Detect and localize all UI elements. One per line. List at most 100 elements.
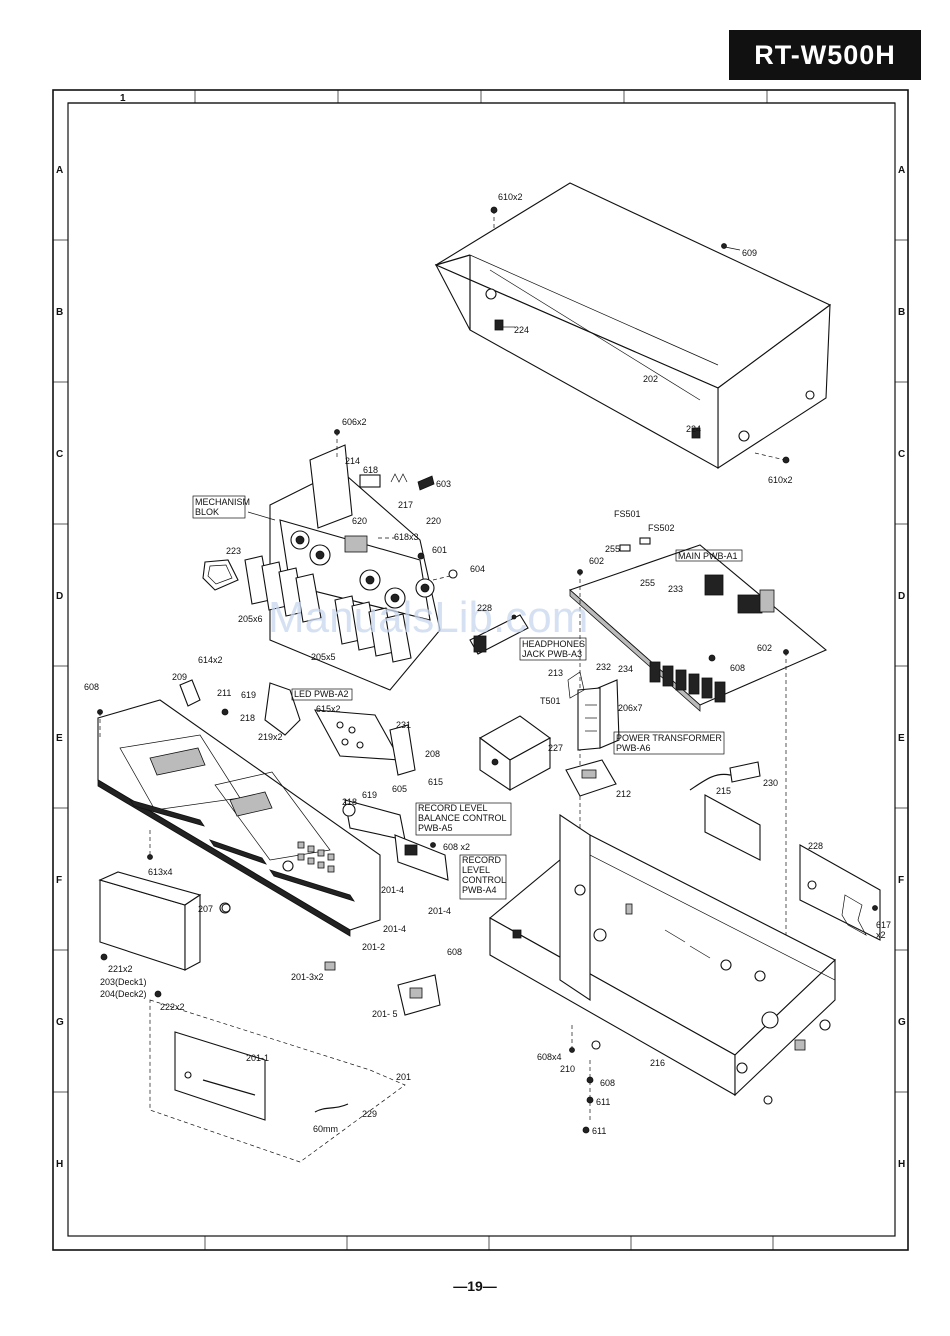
row-label-f-left: F [56, 875, 62, 886]
callout-p602-a: 602 [589, 556, 604, 566]
callout-fs502: FS502 [648, 523, 675, 533]
callout-p201-2: 201-2 [362, 942, 385, 952]
callout-p201-1: 201-1 [246, 1053, 269, 1063]
row-label-b-right: B [898, 307, 905, 318]
callout-p611-a: 611 [596, 1097, 610, 1107]
callout-p210: 210 [560, 1064, 575, 1074]
callout-p613x4: 613x4 [148, 867, 173, 877]
part-201-3 [324, 961, 336, 971]
callout-p605: 605 [392, 784, 407, 794]
row-label-b-left: B [56, 307, 63, 318]
part-callouts: 610x2609224202224610x2606x22146186032176… [84, 192, 891, 1136]
window-201 [149, 999, 406, 1163]
callout-p604: 604 [470, 564, 485, 574]
callout-p603: 603 [436, 479, 451, 489]
callout-p228-jack: 228 [477, 603, 492, 613]
callout-p212: 212 [616, 789, 631, 799]
callout-led-pwb: LED PWB-A2 [294, 689, 349, 699]
callout-p214: 214 [345, 456, 360, 466]
bracket-201-5 [397, 974, 441, 1016]
watermark: ManualsLib.com [268, 593, 588, 642]
bottom-chassis-216 [489, 813, 836, 1097]
record-level-pwb [342, 799, 449, 881]
row-labels-left: A B C D E F G H [56, 165, 64, 1170]
row-label-h-left: H [56, 1159, 63, 1170]
callout-p619-b: 619 [362, 790, 377, 800]
mechanism-block [202, 429, 458, 691]
boxed-labels [192, 495, 743, 900]
callout-p60mm: 60mm [313, 1124, 338, 1134]
row-label-d-left: D [56, 591, 63, 602]
power-cord-230 [689, 761, 761, 791]
callout-p233: 233 [668, 584, 683, 594]
callout-p211: 211 [217, 688, 231, 698]
callout-p204: 204(Deck2) [100, 989, 147, 999]
callout-p228: 228 [808, 841, 823, 851]
callout-p620: 620 [352, 516, 367, 526]
row-label-e-left: E [56, 733, 63, 744]
top-cover-202 [434, 182, 832, 470]
row-label-f-right: F [898, 875, 904, 886]
page-number: —19— [453, 1278, 497, 1294]
drawing-frame: 1 A B C D E F G H A B C D E F G H [52, 89, 909, 1251]
callout-p231: 231 [396, 720, 411, 730]
led-pwb-a2 [314, 709, 416, 776]
headphones-jack-pwb-a3 [469, 614, 529, 655]
spring-229 [314, 1103, 349, 1113]
callout-p221x2: 221x2 [108, 964, 133, 974]
callout-p224-a: 224 [514, 325, 529, 335]
bracket-212 [565, 759, 617, 797]
row-label-e-right: E [898, 733, 905, 744]
callout-p234: 234 [618, 664, 633, 674]
callout-p610x2-bot: 610x2 [768, 475, 793, 485]
callout-p608x2: 608 x2 [443, 842, 470, 852]
callout-p618: 618 [363, 465, 378, 475]
rear-panel-228 [704, 794, 881, 941]
row-label-g-left: G [56, 1017, 64, 1028]
callout-p609: 609 [742, 248, 757, 258]
callout-p614x2: 614x2 [198, 655, 223, 665]
callout-p218-b: 218 [342, 797, 357, 807]
callout-p207: 207 [198, 904, 213, 914]
callout-p227: 227 [548, 743, 563, 753]
callout-p201-4c: 201-4 [383, 924, 406, 934]
column-label-1: 1 [120, 93, 126, 104]
callout-p615: 615 [428, 777, 443, 787]
callout-t501: T501 [540, 696, 561, 706]
callout-main-pwb: MAIN PWB-A1 [678, 551, 738, 561]
callout-p217: 217 [398, 500, 413, 510]
callout-p229: 229 [362, 1109, 377, 1119]
callout-p218-a: 218 [240, 713, 255, 723]
callout-p232: 232 [596, 662, 611, 672]
callout-p606x2: 606x2 [342, 417, 367, 427]
callout-p201-3x2: 201-3x2 [291, 972, 324, 982]
callout-p201-4b: 201-4 [428, 906, 451, 916]
callout-p209: 209 [172, 672, 187, 682]
callout-p208: 208 [425, 749, 440, 759]
callout-p608-c: 608 [447, 947, 462, 957]
callout-p601: 601 [432, 545, 447, 555]
callout-p608-d: 608 [600, 1078, 615, 1088]
callout-p216: 216 [650, 1058, 665, 1068]
cassette-door [98, 871, 231, 998]
callout-p215: 215 [716, 786, 731, 796]
callout-p213: 213 [548, 668, 563, 678]
callout-p222x2: 222x2 [160, 1002, 185, 1012]
callout-p608x4: 608x4 [537, 1052, 562, 1062]
row-label-a-left: A [56, 165, 63, 176]
callout-fs501: FS501 [614, 509, 641, 519]
callout-p223: 223 [226, 546, 241, 556]
callout-p203: 203(Deck1) [100, 977, 147, 987]
front-panel [97, 679, 381, 937]
callout-p201-5: 201- 5 [372, 1009, 398, 1019]
power-transformer-t501 [567, 671, 620, 751]
callout-p202: 202 [643, 374, 658, 384]
callout-p205x6: 205x6 [238, 614, 263, 624]
callout-p224-b: 224 [686, 424, 701, 434]
